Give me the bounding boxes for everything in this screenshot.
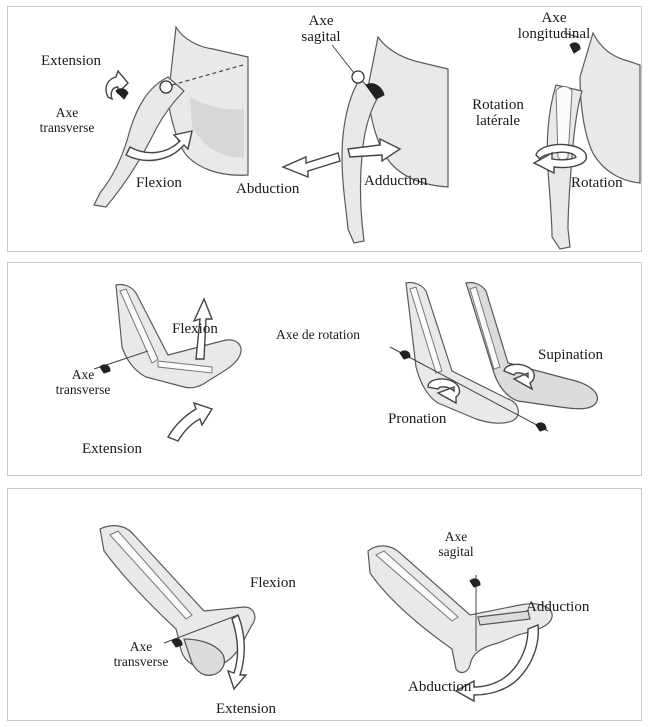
label-wrist-extension: Extension (216, 701, 276, 717)
label-rotation-laterale-line2: latérale (462, 113, 534, 129)
wrist-movements-panel: Flexion Axe transverse Extension Axe sag… (7, 488, 642, 721)
label-wrist-axe-transverse: Axe transverse (100, 639, 182, 669)
label-wrist-axe-sagital-line1: Axe (426, 529, 486, 544)
label-axe-transverse-line2: transverse (26, 120, 108, 135)
label-elbow-axe-transverse-line1: Axe (42, 367, 124, 382)
label-rotation: Rotation (571, 175, 623, 191)
label-axe-sagital-line2: sagital (296, 29, 346, 45)
label-wrist-flexion: Flexion (250, 575, 296, 591)
shoulder-joint-marker (160, 81, 172, 93)
label-axe-longitudinal-line1: Axe (504, 10, 604, 26)
label-axe-transverse-line1: Axe (26, 105, 108, 120)
label-extension: Extension (41, 53, 101, 69)
elbow-extension-arrow (168, 403, 212, 441)
label-elbow-extension: Extension (82, 441, 142, 457)
wrist-abduction-figure (368, 546, 552, 701)
label-wrist-abduction: Abduction (408, 679, 471, 695)
label-supination: Supination (538, 347, 603, 363)
label-axe-sagital-line1: Axe (296, 13, 346, 29)
label-elbow-flexion: Flexion (172, 321, 218, 337)
abduction-arrow (283, 153, 340, 177)
elbow-movements-panel: Flexion Axe transverse Extension Axe de … (7, 262, 642, 476)
label-wrist-adduction: Adduction (526, 599, 589, 615)
label-axe-sagital: Axe sagital (296, 13, 346, 45)
label-flexion: Flexion (136, 175, 182, 191)
label-adduction: Adduction (364, 173, 427, 189)
label-wrist-axe-sagital: Axe sagital (426, 529, 486, 559)
label-elbow-axe-transverse-line2: transverse (42, 382, 124, 397)
shoulder-abduction-figure (283, 37, 448, 243)
label-axe-longitudinal-line2: longitudinal (504, 26, 604, 42)
label-rotation-laterale: Rotation latérale (462, 97, 534, 129)
label-pronation: Pronation (388, 411, 446, 427)
label-elbow-axe-transverse: Axe transverse (42, 367, 124, 397)
label-wrist-axe-sagital-line2: sagital (426, 544, 486, 559)
label-rotation-laterale-line1: Rotation (462, 97, 534, 113)
elbow-flexion-figure (94, 284, 241, 441)
label-axe-transverse: Axe transverse (26, 105, 108, 135)
label-abduction: Abduction (236, 181, 299, 197)
label-axe-longitudinal: Axe longitudinal (504, 10, 604, 42)
label-wrist-axe-transverse-line1: Axe (100, 639, 182, 654)
shoulder-rotation-figure (534, 33, 640, 249)
shoulder-movements-panel: Extension Axe transverse Flexion Axe sag… (7, 6, 642, 252)
label-axe-de-rotation: Axe de rotation (276, 327, 360, 342)
label-wrist-axe-transverse-line2: transverse (100, 654, 182, 669)
